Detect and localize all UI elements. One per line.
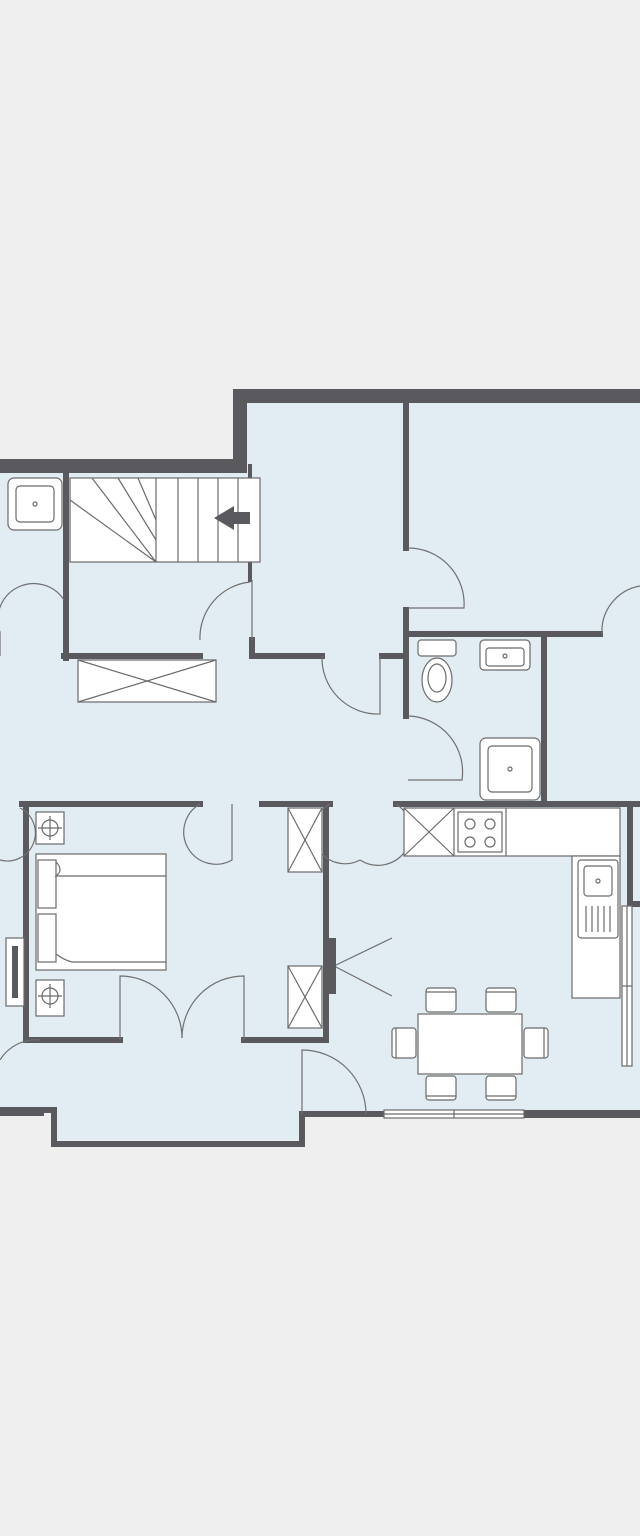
- hob-icon: [457, 811, 503, 853]
- tv-icon: [328, 938, 336, 994]
- bedside-lamp-icon: [35, 979, 65, 1017]
- window-icon: [383, 1109, 525, 1119]
- dining-chair-icon: [485, 987, 517, 1013]
- wardrobe-icon: [287, 965, 323, 1029]
- walls: [0, 389, 640, 1147]
- toilet-icon: [417, 639, 457, 703]
- sink-icon: [479, 639, 531, 671]
- dining-chair-icon: [391, 1027, 417, 1059]
- dining-chair-icon: [523, 1027, 549, 1059]
- shower-tray-icon: [479, 737, 541, 801]
- dining-chair-icon: [425, 1075, 457, 1101]
- washbasin-icon: [7, 477, 63, 531]
- dining-table-icon: [417, 1013, 523, 1075]
- storage-cabinet-icon: [77, 659, 217, 703]
- stair-arrow-icon: [214, 506, 250, 530]
- bedside-lamp-icon: [35, 811, 65, 845]
- dining-chair-icon: [425, 987, 457, 1013]
- dining-chair-icon: [485, 1075, 517, 1101]
- wardrobe-icon: [287, 807, 323, 873]
- kitchen-sink-icon: [577, 859, 619, 939]
- window-icon: [621, 905, 633, 1067]
- tv-icon: [5, 937, 25, 1007]
- double-bed-icon: [35, 853, 167, 971]
